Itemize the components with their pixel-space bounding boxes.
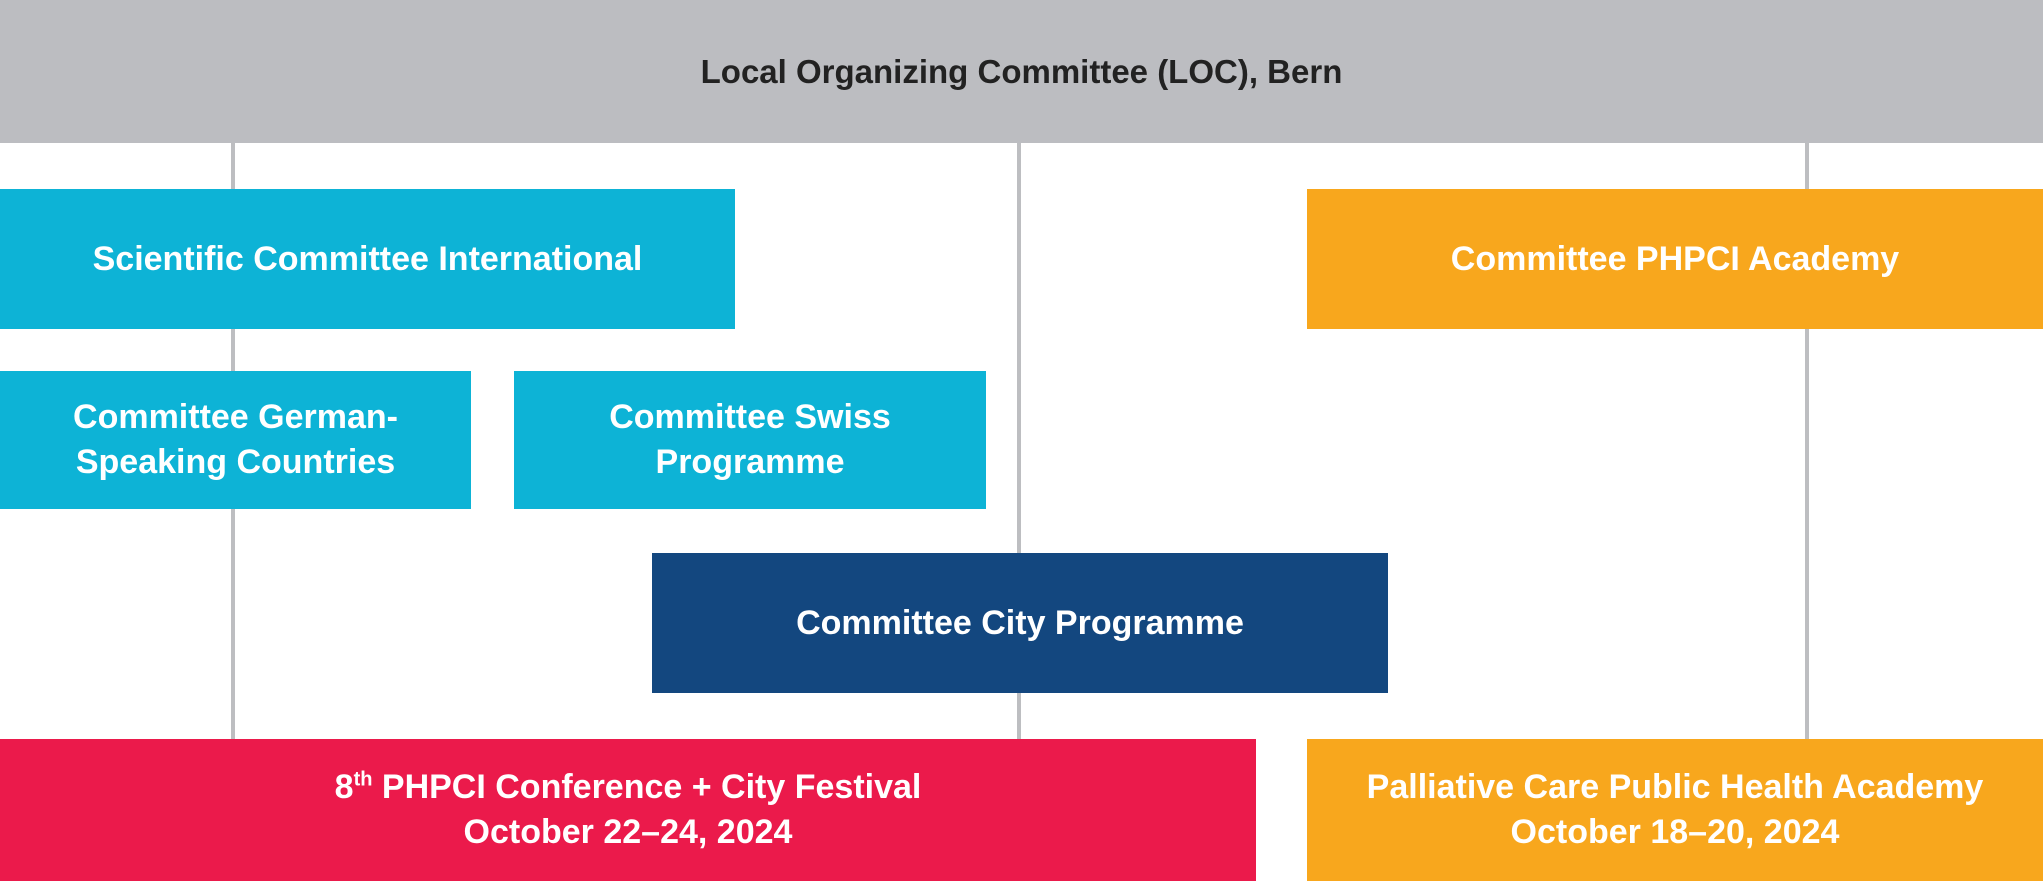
loc-box: Local Organizing Committee (LOC), Bern: [0, 0, 2043, 143]
conference-box: 8th PHPCI Conference + City Festival Oct…: [0, 739, 1256, 881]
swiss-committee-line2: Programme: [655, 443, 845, 481]
german-committee-box: Committee German- Speaking Countries: [0, 371, 471, 509]
academy-committee-label: Committee PHPCI Academy: [1450, 239, 1900, 278]
conference-ordinal-number: 8: [334, 768, 354, 806]
conference-title-text: PHPCI Conference + City Festival: [372, 768, 922, 806]
scientific-committee-label: Scientific Committee International: [92, 239, 643, 278]
conference-ordinal-suffix: th: [353, 768, 373, 791]
academy-title: Palliative Care Public Health Academy: [1366, 768, 1984, 806]
conference-title: 8th PHPCI Conference + City Festival: [335, 765, 922, 810]
loc-label: Local Organizing Committee (LOC), Bern: [700, 52, 1343, 90]
connector-line-right: [1805, 143, 1809, 739]
city-committee-box: Committee City Programme: [652, 553, 1388, 693]
academy-box: Palliative Care Public Health Academy Oc…: [1307, 739, 2043, 881]
conference-dates: October 22–24, 2024: [463, 813, 793, 851]
german-committee-line2: Speaking Countries: [75, 443, 396, 481]
german-committee-line1: Committee German-: [73, 398, 398, 436]
city-committee-label: Committee City Programme: [796, 603, 1244, 642]
connector-line-center: [1017, 143, 1021, 739]
academy-dates: October 18–20, 2024: [1510, 813, 1840, 851]
scientific-committee-box: Scientific Committee International: [0, 189, 735, 329]
academy-committee-box: Committee PHPCI Academy: [1307, 189, 2043, 329]
swiss-committee-box: Committee Swiss Programme: [514, 371, 986, 509]
swiss-committee-line1: Committee Swiss: [609, 398, 891, 436]
